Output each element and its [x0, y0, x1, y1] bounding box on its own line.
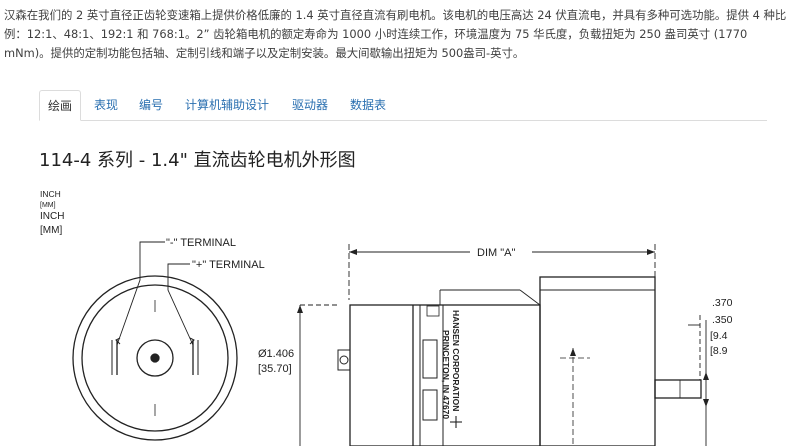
tab-bar: 绘画 表现 编号 计算机辅助设计 驱动器 数据表	[39, 90, 767, 121]
units-legend-4: [MM]	[40, 225, 62, 236]
motor-end-view	[72, 241, 238, 441]
tab-drivers[interactable]: 驱动器	[292, 98, 329, 112]
product-description: 汉森在我们的 2 英寸直径正齿轮变速箱上提供价格低廉的 1.4 英寸直径直流有刷…	[4, 8, 787, 60]
tab-drawing[interactable]: 绘画	[39, 90, 82, 121]
tab-part-numbers[interactable]: 编号	[139, 98, 164, 112]
minus-terminal-label: "-" TERMINAL	[166, 237, 236, 249]
label-corporation: HANSEN CORPORATION	[451, 310, 461, 411]
plus-terminal-label: "+" TERMINAL	[192, 259, 265, 271]
label-address: PRINCETON, IN 47670	[441, 330, 451, 419]
units-legend-2: [MM]	[40, 202, 56, 209]
tab-cad[interactable]: 计算机辅助设计	[185, 98, 270, 112]
shaft-dim-mm-max: [9.4	[710, 330, 728, 342]
diameter-mm-label: [35.70]	[258, 363, 292, 375]
tab-datasheet[interactable]: 数据表	[350, 98, 387, 112]
motor-side-view	[297, 244, 709, 446]
units-legend-1: INCH	[40, 189, 61, 199]
shaft-dim-inch-max: .370	[712, 297, 733, 309]
tab-performance[interactable]: 表现	[94, 98, 119, 112]
shaft-dim-inch-min: .350	[712, 314, 733, 326]
units-legend-3: INCH	[40, 211, 64, 222]
dim-a-label: DIM "A"	[477, 247, 515, 259]
drawing-title: 114-4 系列 - 1.4" 直流齿轮电机外形图	[39, 150, 356, 171]
diameter-inch-label: Ø1.406	[258, 348, 294, 360]
shaft-dim-mm-min: [8.9	[710, 345, 728, 357]
motor-outline-drawing: INCH [MM] INCH [MM] "-" TERMINAL "+" TER…	[40, 189, 733, 446]
